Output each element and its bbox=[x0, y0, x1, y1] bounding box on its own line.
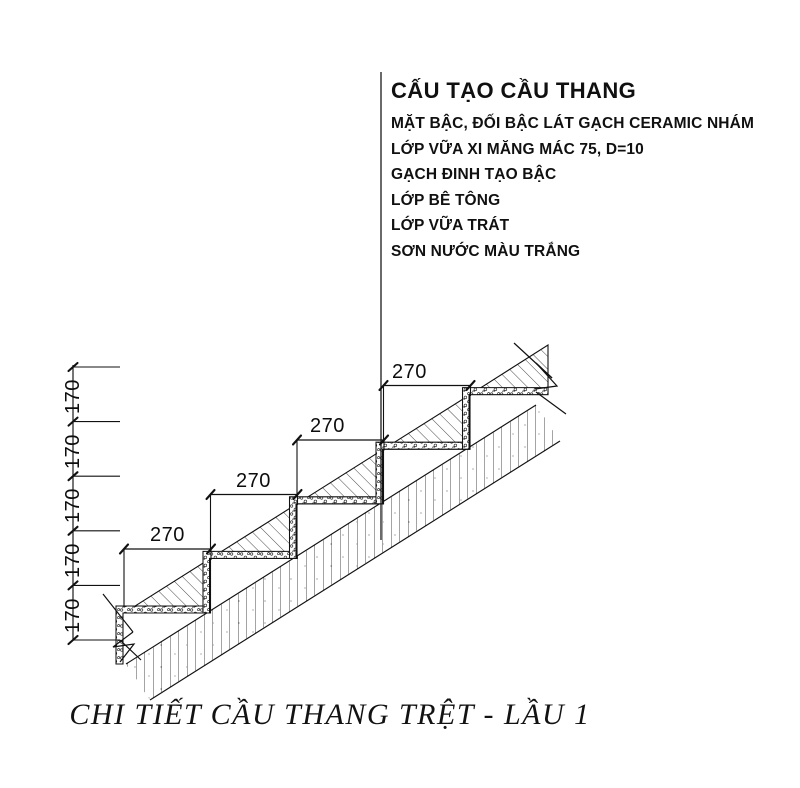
tread-dimension-4 bbox=[378, 379, 476, 443]
break-line-bottom bbox=[102, 593, 142, 663]
tread-dimension-label-2: 270 bbox=[236, 470, 271, 492]
note-line-2: LỚP VỮA XI MĂNG MÁC 75, D=10 bbox=[391, 140, 644, 158]
riser-dimension-label-2: 170 bbox=[62, 434, 84, 469]
riser-dimension-label-4: 170 bbox=[62, 543, 84, 578]
note-list: MẶT BẬC, ĐỐI BẬC LÁT GẠCH CERAMIC NHÁM L… bbox=[391, 111, 791, 264]
riser-dimension-label-1: 170 bbox=[62, 379, 84, 414]
drawing-caption: CHI TIẾT CẦU THANG TRỆT - LẦU 1 bbox=[69, 698, 591, 731]
break-line-top bbox=[513, 342, 567, 415]
tread-dimension-label-1: 270 bbox=[150, 524, 185, 546]
construction-note-block: CẤU TẠO CẦU THANG MẶT BẬC, ĐỐI BẬC LÁT G… bbox=[391, 78, 791, 264]
riser-dimension-chain bbox=[67, 361, 120, 646]
note-line-4: LỚP BÊ TÔNG bbox=[391, 191, 501, 209]
note-heading: CẤU TẠO CẦU THANG bbox=[391, 78, 637, 103]
riser-dimension-label-5: 170 bbox=[62, 598, 84, 633]
note-line-6: SƠN NƯỚC MÀU TRẮNG bbox=[391, 242, 581, 260]
tread-dimension-label-3: 270 bbox=[310, 415, 345, 437]
step-brick-fill bbox=[122, 343, 549, 614]
note-line-3: GẠCH ĐINH TẠO BẬC bbox=[391, 166, 557, 183]
tread-dimension-label-4: 270 bbox=[392, 361, 427, 383]
note-line-1: MẶT BẬC, ĐỐI BẬC LÁT GẠCH CERAMIC NHÁM bbox=[391, 115, 755, 132]
concrete-slab bbox=[125, 404, 561, 701]
riser-dimension-label-3: 170 bbox=[62, 488, 84, 523]
note-line-5: LỚP VỮA TRÁT bbox=[391, 217, 510, 234]
